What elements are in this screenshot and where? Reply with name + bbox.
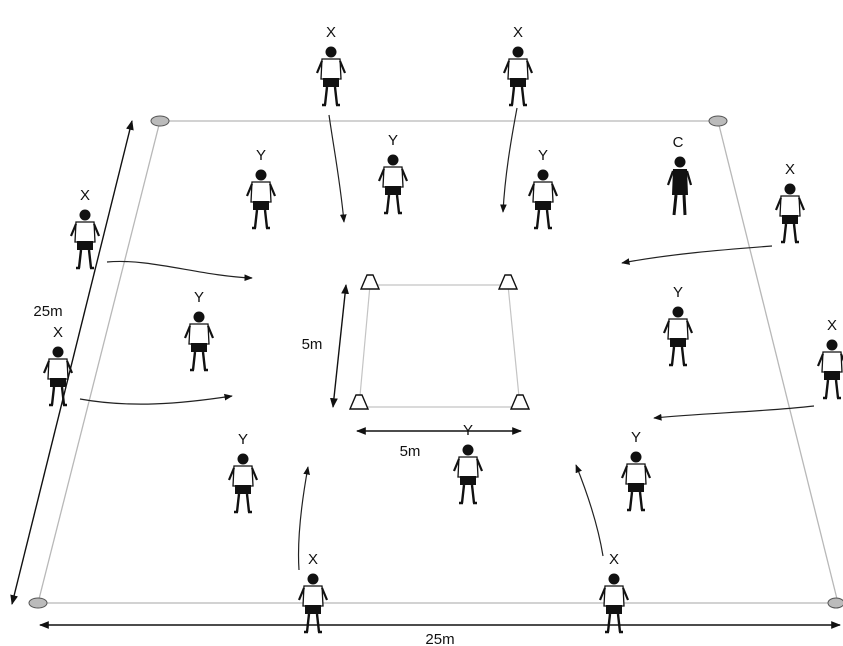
run-arrow bbox=[500, 107, 518, 213]
defender-player: Y bbox=[183, 289, 215, 372]
player-label: Y bbox=[631, 429, 641, 446]
player-label: X bbox=[326, 24, 336, 41]
defender-player: Y bbox=[227, 431, 259, 514]
run-arrow bbox=[653, 405, 815, 421]
player-icon bbox=[662, 305, 694, 367]
player-icon bbox=[183, 310, 215, 372]
attacker-player: X bbox=[816, 317, 843, 400]
coach-figure: C bbox=[666, 134, 693, 217]
corner-marker bbox=[827, 597, 843, 609]
defender-player: Y bbox=[245, 147, 277, 230]
player-icon bbox=[598, 572, 630, 634]
run-arrow bbox=[297, 466, 310, 571]
defender-player: Y bbox=[662, 284, 694, 367]
player-label: Y bbox=[538, 147, 548, 164]
outer-width-label: 25m bbox=[425, 631, 454, 646]
player-icon bbox=[69, 208, 101, 270]
player-label: X bbox=[785, 161, 795, 178]
defender-player: Y bbox=[452, 422, 484, 505]
attacker-player: X bbox=[502, 24, 534, 107]
player-icon bbox=[527, 168, 559, 230]
cone-icon bbox=[510, 394, 530, 410]
run-arrow bbox=[621, 245, 773, 265]
player-icon bbox=[502, 45, 534, 107]
player-label: Y bbox=[238, 431, 248, 448]
player-label: Y bbox=[673, 284, 683, 301]
player-icon bbox=[452, 443, 484, 505]
movement-arrows bbox=[79, 107, 815, 571]
player-icon bbox=[816, 338, 843, 400]
player-icon bbox=[297, 572, 329, 634]
attacker-player: X bbox=[69, 187, 101, 270]
inner-depth-label: 5m bbox=[302, 336, 323, 353]
field-right-line bbox=[717, 120, 839, 604]
run-arrow bbox=[106, 260, 253, 282]
outer-depth-label: 25m bbox=[33, 303, 62, 320]
inner-width-label: 5m bbox=[400, 443, 421, 460]
player-label: C bbox=[673, 134, 684, 151]
attacker-player: X bbox=[774, 161, 806, 244]
player-label: X bbox=[513, 24, 523, 41]
coach-icon bbox=[666, 155, 693, 217]
player-label: Y bbox=[463, 422, 473, 439]
attacker-player: X bbox=[315, 24, 347, 107]
cone-icon bbox=[498, 274, 518, 290]
player-label: X bbox=[53, 324, 63, 341]
player-label: Y bbox=[388, 132, 398, 149]
player-icon bbox=[315, 45, 347, 107]
attacker-player: X bbox=[42, 324, 74, 407]
player-icon bbox=[620, 450, 652, 512]
run-arrow bbox=[79, 393, 233, 405]
corner-marker bbox=[150, 115, 170, 127]
run-arrow bbox=[575, 464, 604, 557]
player-icon bbox=[42, 345, 74, 407]
outer-depth-dimension bbox=[10, 120, 134, 605]
inner-grid bbox=[349, 274, 530, 410]
corner-marker bbox=[28, 597, 48, 609]
defender-player: Y bbox=[377, 132, 409, 215]
player-icon bbox=[377, 153, 409, 215]
player-icon bbox=[774, 182, 806, 244]
outer-field bbox=[28, 115, 843, 609]
player-label: X bbox=[308, 551, 318, 568]
player-label: X bbox=[609, 551, 619, 568]
attacker-player: X bbox=[598, 551, 630, 634]
player-icon bbox=[245, 168, 277, 230]
cone-icon bbox=[360, 274, 380, 290]
player-label: X bbox=[827, 317, 837, 334]
corner-marker bbox=[708, 115, 728, 127]
run-arrow bbox=[328, 114, 347, 223]
defender-player: Y bbox=[527, 147, 559, 230]
inner-depth-dimension bbox=[330, 284, 349, 408]
dimension-lines: 25m 25m 5m 5m bbox=[10, 120, 841, 646]
player-label: Y bbox=[194, 289, 204, 306]
players-layer: X X X X X X X X Y Y Y Y Y Y Y Y C bbox=[42, 24, 843, 634]
player-icon bbox=[227, 452, 259, 514]
player-label: X bbox=[80, 187, 90, 204]
player-label: Y bbox=[256, 147, 266, 164]
cone-icon bbox=[349, 394, 369, 410]
defender-player: Y bbox=[620, 429, 652, 512]
attacker-player: X bbox=[297, 551, 329, 634]
